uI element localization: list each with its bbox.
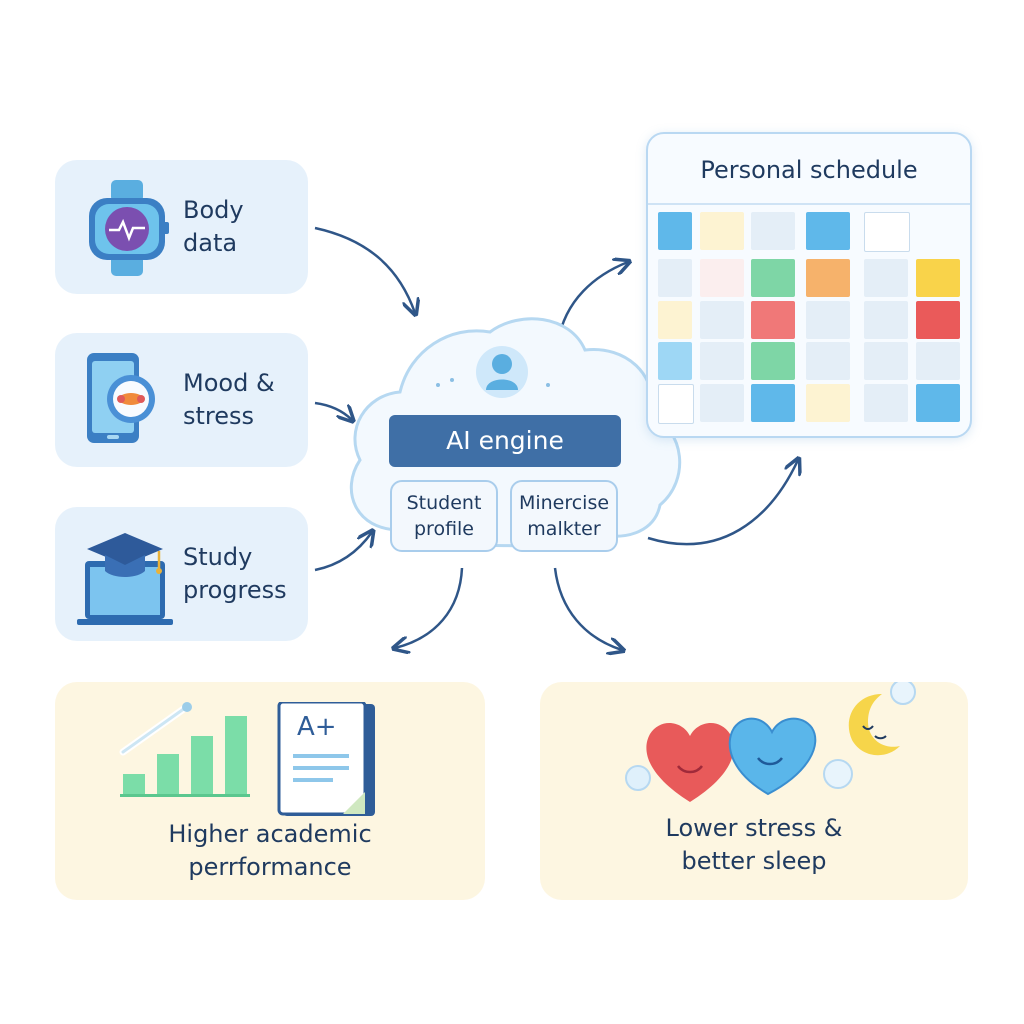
schedule-cell [916, 259, 960, 297]
schedule-cell [806, 342, 850, 380]
schedule-cell [806, 301, 850, 339]
schedule-cell [658, 342, 692, 380]
schedule-cell [916, 342, 960, 380]
grade-label: A+ [297, 712, 337, 742]
schedule-cell [700, 212, 744, 250]
schedule-title: Personal schedule [700, 156, 918, 184]
schedule-cell [864, 301, 908, 339]
input-card-mood-stress: Mood &stress [55, 333, 308, 467]
schedule-cell [751, 259, 795, 297]
arrow-body-to-engine [314, 226, 415, 313]
minercise-line2: malkter [527, 518, 601, 540]
schedule-cell [864, 384, 908, 422]
schedule-cell [916, 384, 960, 422]
graduation-laptop-icon [77, 525, 177, 625]
student-profile-box: Student profile [390, 480, 498, 552]
personal-schedule-panel: Personal schedule [646, 132, 972, 438]
schedule-cell [751, 342, 795, 380]
schedule-cell [864, 342, 908, 380]
schedule-cell [658, 301, 692, 339]
academic-line2: perrformance [188, 853, 352, 881]
schedule-cell [658, 384, 694, 424]
schedule-cell [751, 384, 795, 422]
schedule-cell [700, 342, 744, 380]
output-card-wellbeing [540, 682, 968, 900]
schedule-cell [700, 384, 744, 422]
output-label-academic: Higher academic perrformance [55, 818, 485, 884]
hearts-moon-icon [625, 682, 916, 802]
smartwatch-icon [77, 178, 177, 278]
wellbeing-line2: better sleep [681, 847, 827, 875]
schedule-divider [648, 203, 970, 205]
arrow-engine-to-wellbeing [553, 567, 622, 650]
academic-line1: Higher academic [168, 820, 372, 848]
arrow-engine-to-academic [395, 567, 464, 648]
schedule-cell [806, 259, 850, 297]
minercise-line1: Minercise [518, 492, 610, 514]
schedule-cell [751, 301, 795, 339]
smartphone-icon [77, 351, 177, 451]
schedule-cell [658, 212, 692, 250]
ai-engine-label: AI engine [389, 415, 621, 467]
wellbeing-line1: Lower stress & [665, 814, 843, 842]
schedule-cell [700, 301, 744, 339]
output-label-wellbeing: Lower stress & better sleep [540, 812, 968, 878]
student-profile-line1: Student [406, 492, 482, 514]
schedule-cell [806, 384, 850, 422]
schedule-cell [864, 212, 910, 252]
schedule-cell [806, 212, 850, 250]
schedule-cell [751, 212, 795, 250]
schedule-cell [916, 301, 960, 339]
minercise-box: Minercise malkter [510, 480, 618, 552]
output-card-academic: A+ [55, 682, 485, 900]
input-label-mood-stress: Mood &stress [183, 369, 275, 430]
schedule-cell [658, 259, 692, 297]
student-profile-line2: profile [413, 518, 474, 540]
schedule-cell [700, 259, 744, 297]
bar-growth-icon [119, 702, 375, 816]
schedule-cell [864, 259, 908, 297]
